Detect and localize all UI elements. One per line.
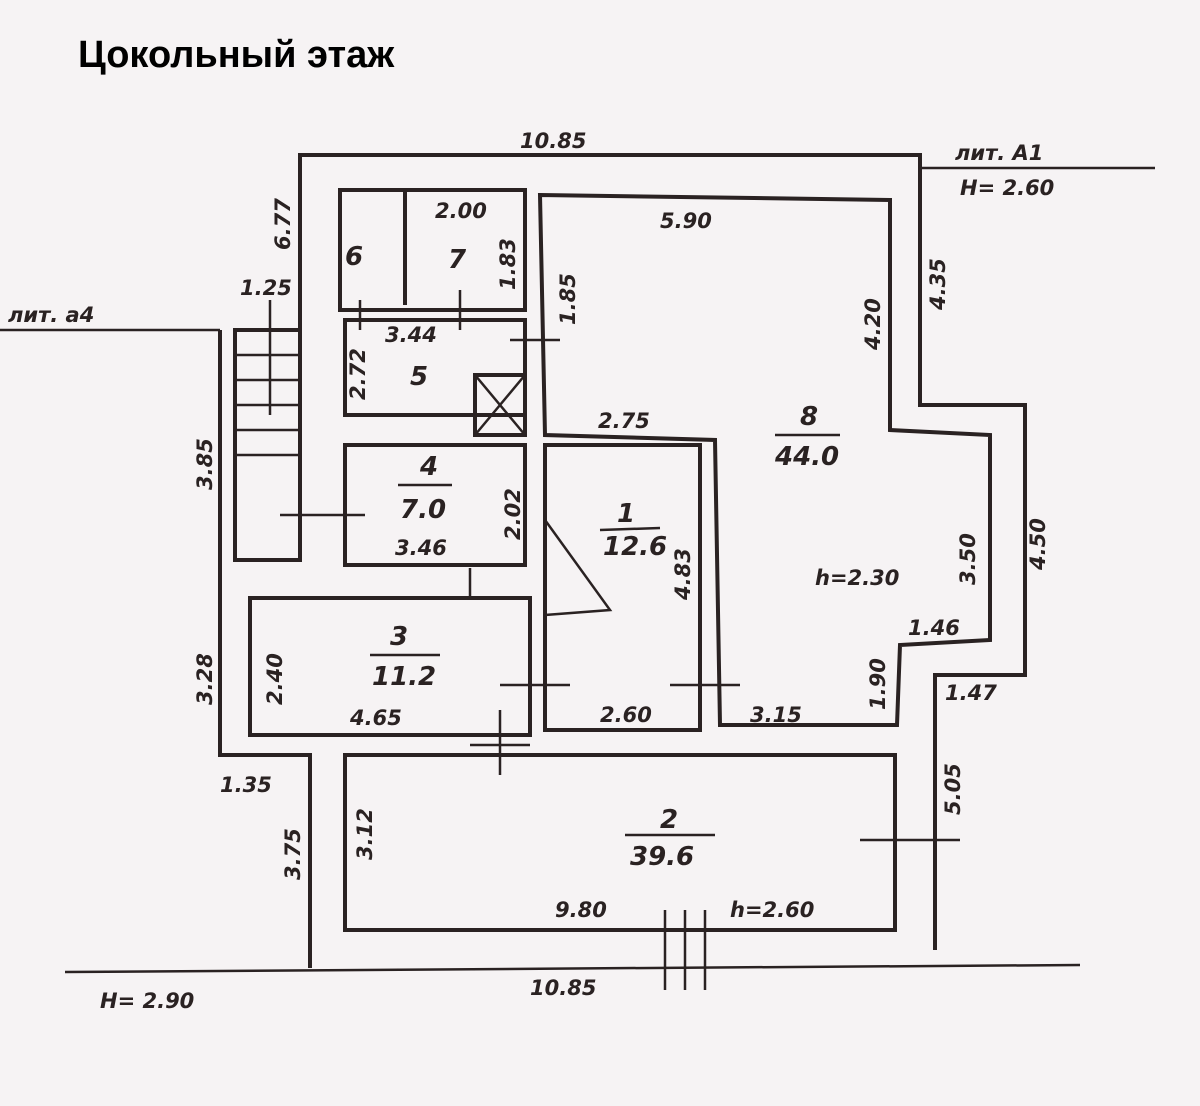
label-275: 2.75 [598,409,650,433]
label-185: 1.85 [556,273,580,325]
label-lit-a4: лит. а4 [8,303,94,327]
label-328: 3.28 [193,653,217,705]
dimension-labels: 10.85 лит. А1 H= 2.60 6.77 2.00 5.90 1.8… [8,129,1054,1013]
label-505: 5.05 [941,763,965,815]
label-980: 9.80 [555,898,607,922]
label-146: 1.46 [908,616,960,640]
label-465: 4.65 [349,706,402,730]
room-5-number: 5 [410,362,428,392]
label-202: 2.02 [501,488,525,540]
label-top-width: 10.85 [520,129,586,153]
walls [0,153,1155,990]
label-450: 4.50 [1026,518,1050,571]
label-lit-a1: лит. А1 [955,141,1043,165]
label-240: 2.40 [263,653,287,705]
room-8-number: 8 [800,402,818,432]
label-677: 6.77 [271,198,295,250]
room-8-area: 44.0 [774,442,839,472]
room-1-number: 1 [617,499,635,529]
label-420: 4.20 [861,298,885,351]
label-260: 2.60 [600,703,652,727]
room-2-area: 39.6 [630,842,694,872]
label-h-230: h=2.30 [815,566,899,590]
label-bottom-width: 10.85 [530,976,596,1000]
page-title: Цокольный этаж [78,34,395,76]
label-350: 3.50 [956,533,980,585]
label-483: 4.83 [671,548,695,601]
label-h-290: H= 2.90 [100,989,194,1013]
label-272: 2.72 [346,348,370,400]
room-4-number: 4 [419,452,438,482]
room-2-number: 2 [660,805,678,835]
room-labels: 1 12.6 2 39.6 3 11.2 4 7.0 5 6 7 8 44.0 [345,242,840,872]
label-590: 5.90 [660,209,712,233]
room-3-number: 3 [390,622,408,652]
label-385: 3.85 [193,438,217,490]
label-346: 3.46 [395,536,447,560]
label-183: 1.83 [496,238,520,290]
room-4-area: 7.0 [400,495,446,525]
label-125: 1.25 [240,276,292,300]
label-h-260: h=2.60 [730,898,814,922]
label-435: 4.35 [926,258,950,311]
room-3-area: 11.2 [372,662,436,692]
label-147: 1.47 [945,681,997,705]
label-312: 3.12 [353,808,377,860]
label-200: 2.00 [435,199,487,223]
label-h-a1: H= 2.60 [960,176,1054,200]
room-7-number: 7 [448,245,467,275]
room-6-number: 6 [345,242,363,272]
room-1-area: 12.6 [603,532,667,562]
label-315: 3.15 [750,703,802,727]
label-344: 3.44 [385,323,437,347]
label-135: 1.35 [220,773,272,797]
label-375: 3.75 [281,828,305,880]
label-190: 1.90 [866,658,890,710]
